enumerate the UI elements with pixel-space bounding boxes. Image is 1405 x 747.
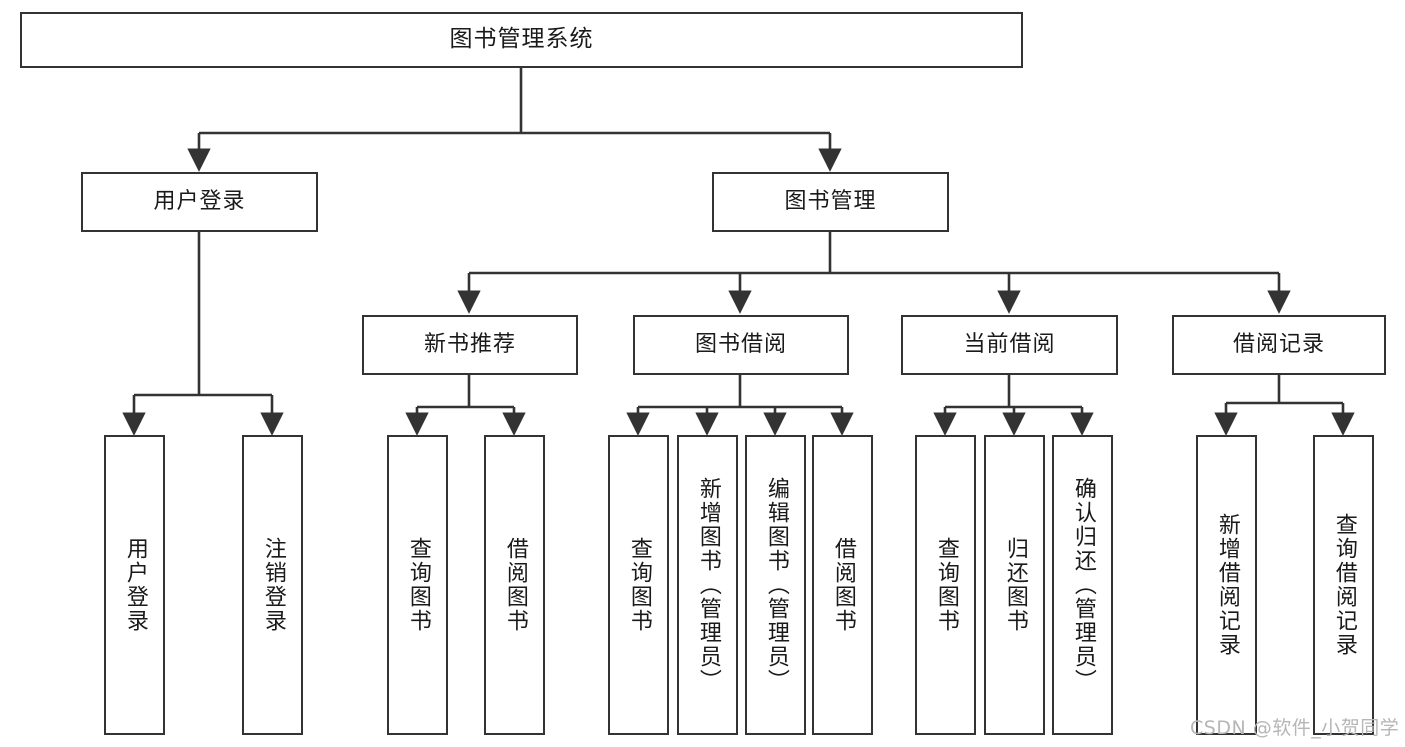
node-leaf-edit-book-label: 编辑图书（管理员） [763, 477, 789, 693]
node-leaf-edit-book[interactable]: 编辑图书（管理员） [745, 435, 806, 735]
node-leaf-query-book-2-label: 查询图书 [626, 537, 652, 633]
watermark: CSDN @软件_小贺同学 [1190, 717, 1400, 739]
node-leaf-query-book-1[interactable]: 查询图书 [387, 435, 448, 735]
node-book-borrow-label: 图书借阅 [694, 331, 787, 357]
node-leaf-user-login-label: 用户登录 [122, 537, 148, 633]
node-leaf-confirm-return[interactable]: 确认归还（管理员） [1052, 435, 1113, 735]
node-leaf-query-book-2[interactable]: 查询图书 [608, 435, 669, 735]
node-new-book-recommendation[interactable]: 新书推荐 [362, 315, 578, 375]
node-leaf-user-login[interactable]: 用户登录 [104, 435, 165, 735]
node-leaf-borrow-book-1-label: 借阅图书 [502, 537, 528, 633]
node-leaf-add-record[interactable]: 新增借阅记录 [1196, 435, 1257, 735]
node-leaf-borrow-book-1[interactable]: 借阅图书 [484, 435, 545, 735]
node-leaf-borrow-book-2-label: 借阅图书 [830, 537, 856, 633]
node-leaf-add-book-label: 新增图书（管理员） [695, 477, 721, 693]
node-current-borrow[interactable]: 当前借阅 [901, 315, 1118, 375]
node-user-login-label: 用户登录 [153, 188, 246, 214]
node-root-label: 图书管理系统 [449, 26, 594, 53]
node-leaf-return-book-label: 归还图书 [1002, 537, 1028, 633]
node-user-login[interactable]: 用户登录 [81, 172, 318, 232]
node-borrow-record-label: 借阅记录 [1232, 331, 1325, 357]
node-leaf-query-book-1-label: 查询图书 [405, 537, 431, 633]
node-new-book-recommendation-label: 新书推荐 [423, 331, 516, 357]
node-leaf-query-record[interactable]: 查询借阅记录 [1313, 435, 1374, 735]
node-leaf-query-book-3[interactable]: 查询图书 [915, 435, 976, 735]
node-book-management[interactable]: 图书管理 [712, 172, 949, 232]
node-leaf-borrow-book-2[interactable]: 借阅图书 [812, 435, 873, 735]
node-leaf-query-book-3-label: 查询图书 [933, 537, 959, 633]
node-root[interactable]: 图书管理系统 [20, 12, 1023, 68]
node-leaf-add-record-label: 新增借阅记录 [1214, 513, 1240, 657]
node-leaf-query-record-label: 查询借阅记录 [1331, 513, 1357, 657]
node-leaf-logout[interactable]: 注销登录 [242, 435, 303, 735]
node-leaf-add-book[interactable]: 新增图书（管理员） [677, 435, 738, 735]
node-book-management-label: 图书管理 [784, 188, 877, 214]
node-leaf-logout-label: 注销登录 [260, 537, 286, 633]
node-current-borrow-label: 当前借阅 [963, 331, 1056, 357]
node-book-borrow[interactable]: 图书借阅 [633, 315, 849, 375]
node-borrow-record[interactable]: 借阅记录 [1172, 315, 1386, 375]
node-leaf-confirm-return-label: 确认归还（管理员） [1070, 477, 1096, 693]
node-leaf-return-book[interactable]: 归还图书 [984, 435, 1045, 735]
